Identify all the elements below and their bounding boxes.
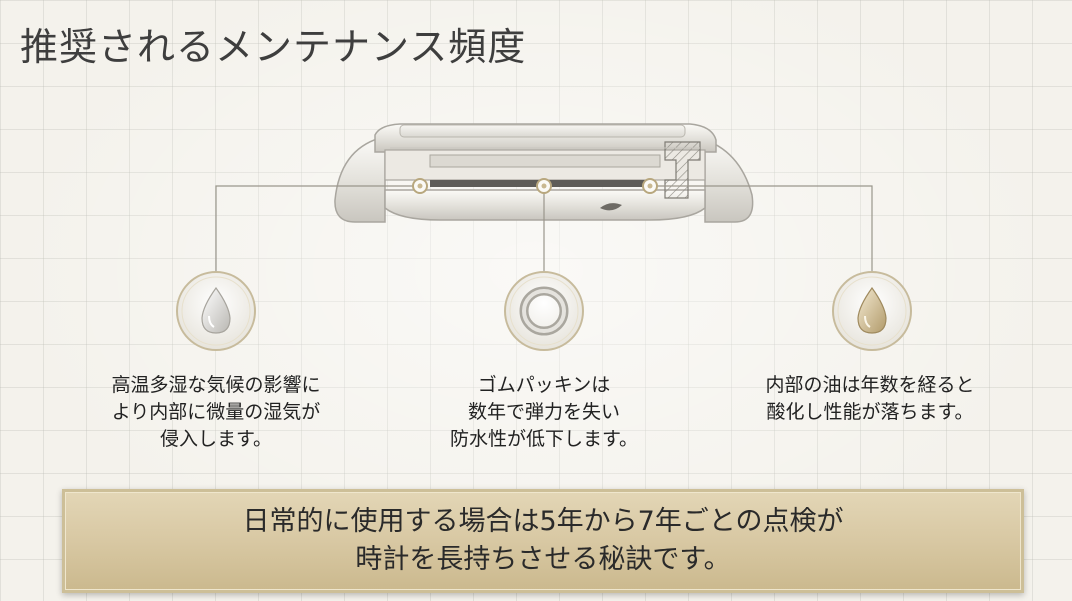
caption-humidity: 高温多湿な気候の影響に より内部に微量の湿気が 侵入します。 bbox=[111, 374, 321, 450]
caption-gasket: ゴムパッキンは 数年で弾力を失い 防水性が低下します。 bbox=[449, 374, 639, 450]
watch-case bbox=[334, 123, 754, 223]
summary-banner: 日常的に使用する場合は5年から7年ごとの点検が 時計を長持ちさせる秘訣です。 bbox=[62, 489, 1024, 593]
banner-line-1: 日常的に使用する場合は5年から7年ごとの点検が bbox=[242, 506, 844, 537]
page-title: 推奨されるメンテナンス頻度 bbox=[20, 25, 527, 69]
oil-drop-icon bbox=[832, 271, 912, 351]
gasket-ring-icon bbox=[504, 271, 584, 351]
connector-lines bbox=[215, 185, 873, 272]
water-drop-icon bbox=[176, 271, 256, 351]
caption-oil: 内部の油は年数を経ると 酸化し性能が落ちます。 bbox=[765, 374, 975, 423]
callout-dots bbox=[412, 178, 658, 194]
banner-line-2: 時計を長持ちさせる秘訣です。 bbox=[355, 544, 731, 575]
